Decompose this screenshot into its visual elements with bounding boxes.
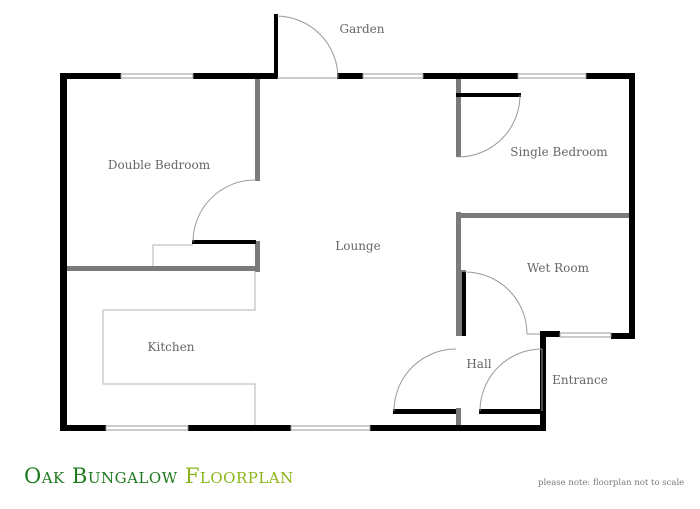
room-label-hall: Hall	[466, 357, 491, 371]
windows	[105, 73, 612, 431]
scale-note: please note: floorplan not to scale	[538, 478, 685, 488]
door-swings	[192, 15, 543, 412]
outer-walls	[60, 14, 635, 431]
room-label-kitchen: Kitchen	[148, 340, 195, 354]
title-part-1: Oak Bungalow	[24, 464, 178, 488]
room-label-lounge: Lounge	[335, 239, 380, 253]
kitchen-counter	[102, 244, 256, 425]
door-leaves	[192, 93, 542, 414]
room-label-wet-room: Wet Room	[527, 261, 590, 275]
room-label-garden: Garden	[340, 22, 385, 36]
room-label-double-bedroom: Double Bedroom	[108, 158, 211, 172]
title-part-2: Floorplan	[184, 464, 294, 488]
room-label-single-bedroom: Single Bedroom	[510, 145, 608, 159]
floorplan-title: Oak Bungalow Floorplan	[24, 464, 294, 488]
room-label-entrance: Entrance	[552, 373, 608, 387]
